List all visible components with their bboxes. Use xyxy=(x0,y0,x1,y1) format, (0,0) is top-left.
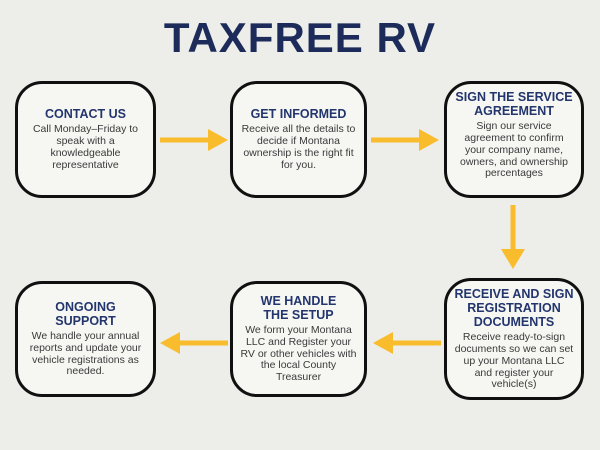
step-title: RECEIVE AND SIGN REGISTRATION DOCUMENTS xyxy=(454,287,574,329)
step-box-receive-and-sign-registration-documents: RECEIVE AND SIGN REGISTRATION DOCUMENTS … xyxy=(444,278,584,400)
step-description: Call Monday–Friday to speak with a knowl… xyxy=(32,123,139,171)
arrow-right-icon xyxy=(160,129,228,151)
arrow-right-icon xyxy=(371,129,439,151)
step-title: GET INFORMED xyxy=(250,107,347,122)
arrow-left-icon xyxy=(160,332,228,354)
step-description: Receive all the details to decide if Mon… xyxy=(241,123,356,171)
step-box-ongoing-support: ONGOING SUPPORT We handle your annual re… xyxy=(15,281,156,397)
step-box-get-informed: GET INFORMED Receive all the details to … xyxy=(230,81,367,198)
step-description: Receive ready-to-sign documents so we ca… xyxy=(454,331,574,391)
step-description: We handle your annual reports and update… xyxy=(29,329,142,378)
arrow-down-icon xyxy=(501,205,525,269)
step-title: CONTACT US xyxy=(44,107,126,122)
arrow-left-icon xyxy=(373,332,441,354)
step-description: Sign our service agreement to confirm yo… xyxy=(460,120,568,180)
step-description: We form your Montana LLC and Register yo… xyxy=(240,323,357,384)
step-title: ONGOING SUPPORT xyxy=(55,299,116,328)
step-title: SIGN THE SERVICE AGREEMENT xyxy=(455,90,573,118)
step-box-contact-us: CONTACT US Call Monday–Friday to speak w… xyxy=(15,81,156,198)
step-title: WE HANDLE THE SETUP xyxy=(260,293,337,322)
step-box-sign-the-service-agreement: SIGN THE SERVICE AGREEMENT Sign our serv… xyxy=(444,81,584,198)
page-title: TAXFREE RV xyxy=(163,14,437,61)
step-box-we-handle-the-setup: WE HANDLE THE SETUP We form your Montana… xyxy=(230,281,367,397)
